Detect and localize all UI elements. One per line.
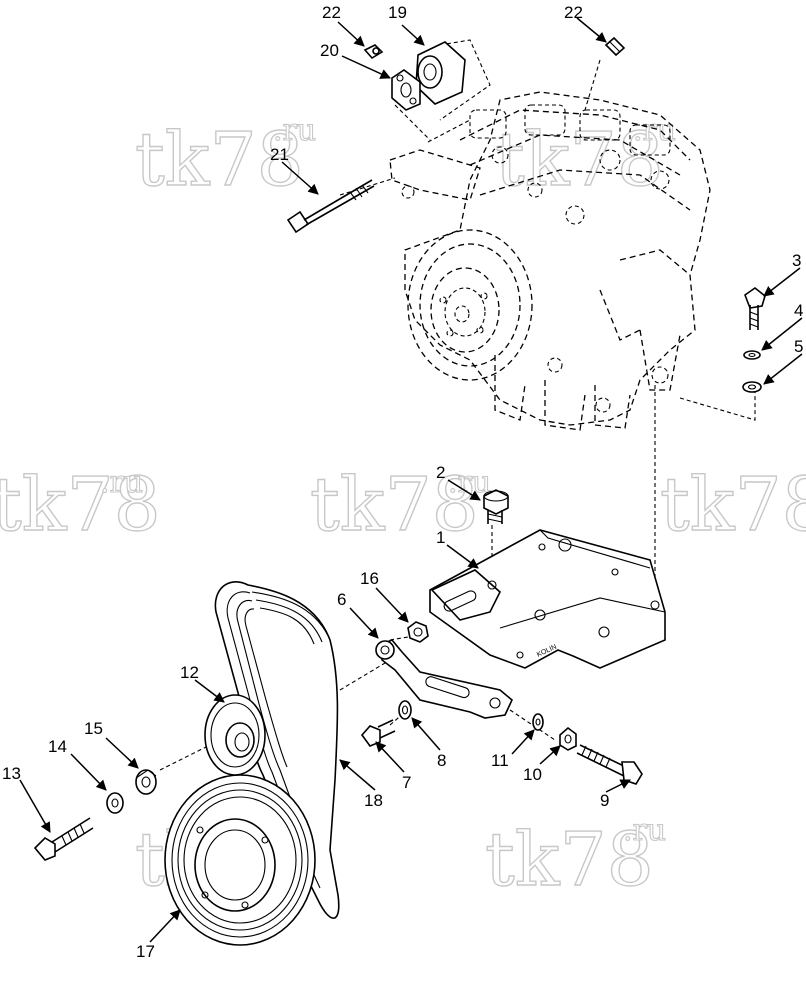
watermark-top-left: tk78 .ru [134,112,316,203]
leader-arrows [19,17,803,943]
part-22-fitting-left [363,44,384,60]
watermark-group: tk78 .ru tk78 .ru tk78 .ru tk78 .ru tk78… [0,112,806,903]
part-6-idler-arm [375,639,513,719]
part-12-idler-pulley [204,694,266,776]
part-21-long-bolt [286,179,375,234]
watermark-suffix: .ru [633,113,676,148]
watermark-text: tk78 [495,117,664,203]
compressor-phantom [389,91,711,431]
watermark-mid-left: tk78 .ru [0,461,161,548]
part-14-washer [106,792,124,814]
watermark-text: tk78 [310,462,479,548]
part-9-bolt [576,744,643,785]
callout-21: 21 [270,145,289,164]
watermark-top-right: tk78 .ru [494,112,676,203]
callout-20: 20 [320,41,339,60]
part-22-fitting-right [604,36,626,57]
watermark-text: tk78 [485,817,654,903]
callout-12: 12 [180,663,199,682]
callout-14: 14 [48,737,67,756]
callout-15: 15 [84,719,103,738]
part-1-mounting-bracket: KOLIN [429,529,666,669]
part-5-flat-washer [742,381,762,393]
callout-10: 10 [523,765,542,784]
callout-16: 16 [360,569,379,588]
part-4-lock-washer [743,350,761,360]
watermark-text: tk78 [660,462,806,548]
part-15-spacer [135,769,157,795]
part-19-fitting-block [415,41,466,105]
part-10-nut [559,726,577,751]
watermark-suffix: .ru [623,813,666,848]
part-3-bolt [744,287,766,330]
callout-22-left: 22 [322,3,341,22]
watermark-text: tk78 [0,462,161,548]
callout-13: 13 [2,764,21,783]
part-13-bolt [33,817,94,861]
callout-4: 4 [794,301,803,320]
part-8-washer [398,700,412,720]
callout-17: 17 [136,942,155,961]
watermark-mid-center: tk78 .ru [309,461,491,548]
callout-1: 1 [436,528,445,547]
callout-5: 5 [794,337,803,356]
callout-labels: 22 19 22 20 21 3 4 5 2 1 16 6 12 15 14 1… [2,3,803,961]
callout-3: 3 [792,251,801,270]
callout-11: 11 [491,751,509,770]
callout-18: 18 [364,791,383,810]
callout-7: 7 [402,773,411,792]
callout-2: 2 [436,463,445,482]
watermark-mid-right: tk78 [659,461,806,548]
callout-22-right: 22 [564,3,583,22]
watermark-bottom-right: tk78 .ru [484,812,666,903]
part-16-nut [407,621,429,643]
callout-6: 6 [337,590,346,609]
watermark-suffix: .ru [100,465,143,500]
watermark-suffix: .ru [273,113,316,148]
watermark-text: tk78 [135,117,304,203]
part-11-washer [532,713,544,731]
part-17-crank-pulley [164,774,316,946]
callout-19: 19 [388,3,407,22]
callout-9: 9 [600,791,609,810]
part-20-gasket [391,69,421,111]
part-7-bolt [360,719,396,747]
callout-8: 8 [437,751,446,770]
part-2-cap-screw [483,489,509,524]
